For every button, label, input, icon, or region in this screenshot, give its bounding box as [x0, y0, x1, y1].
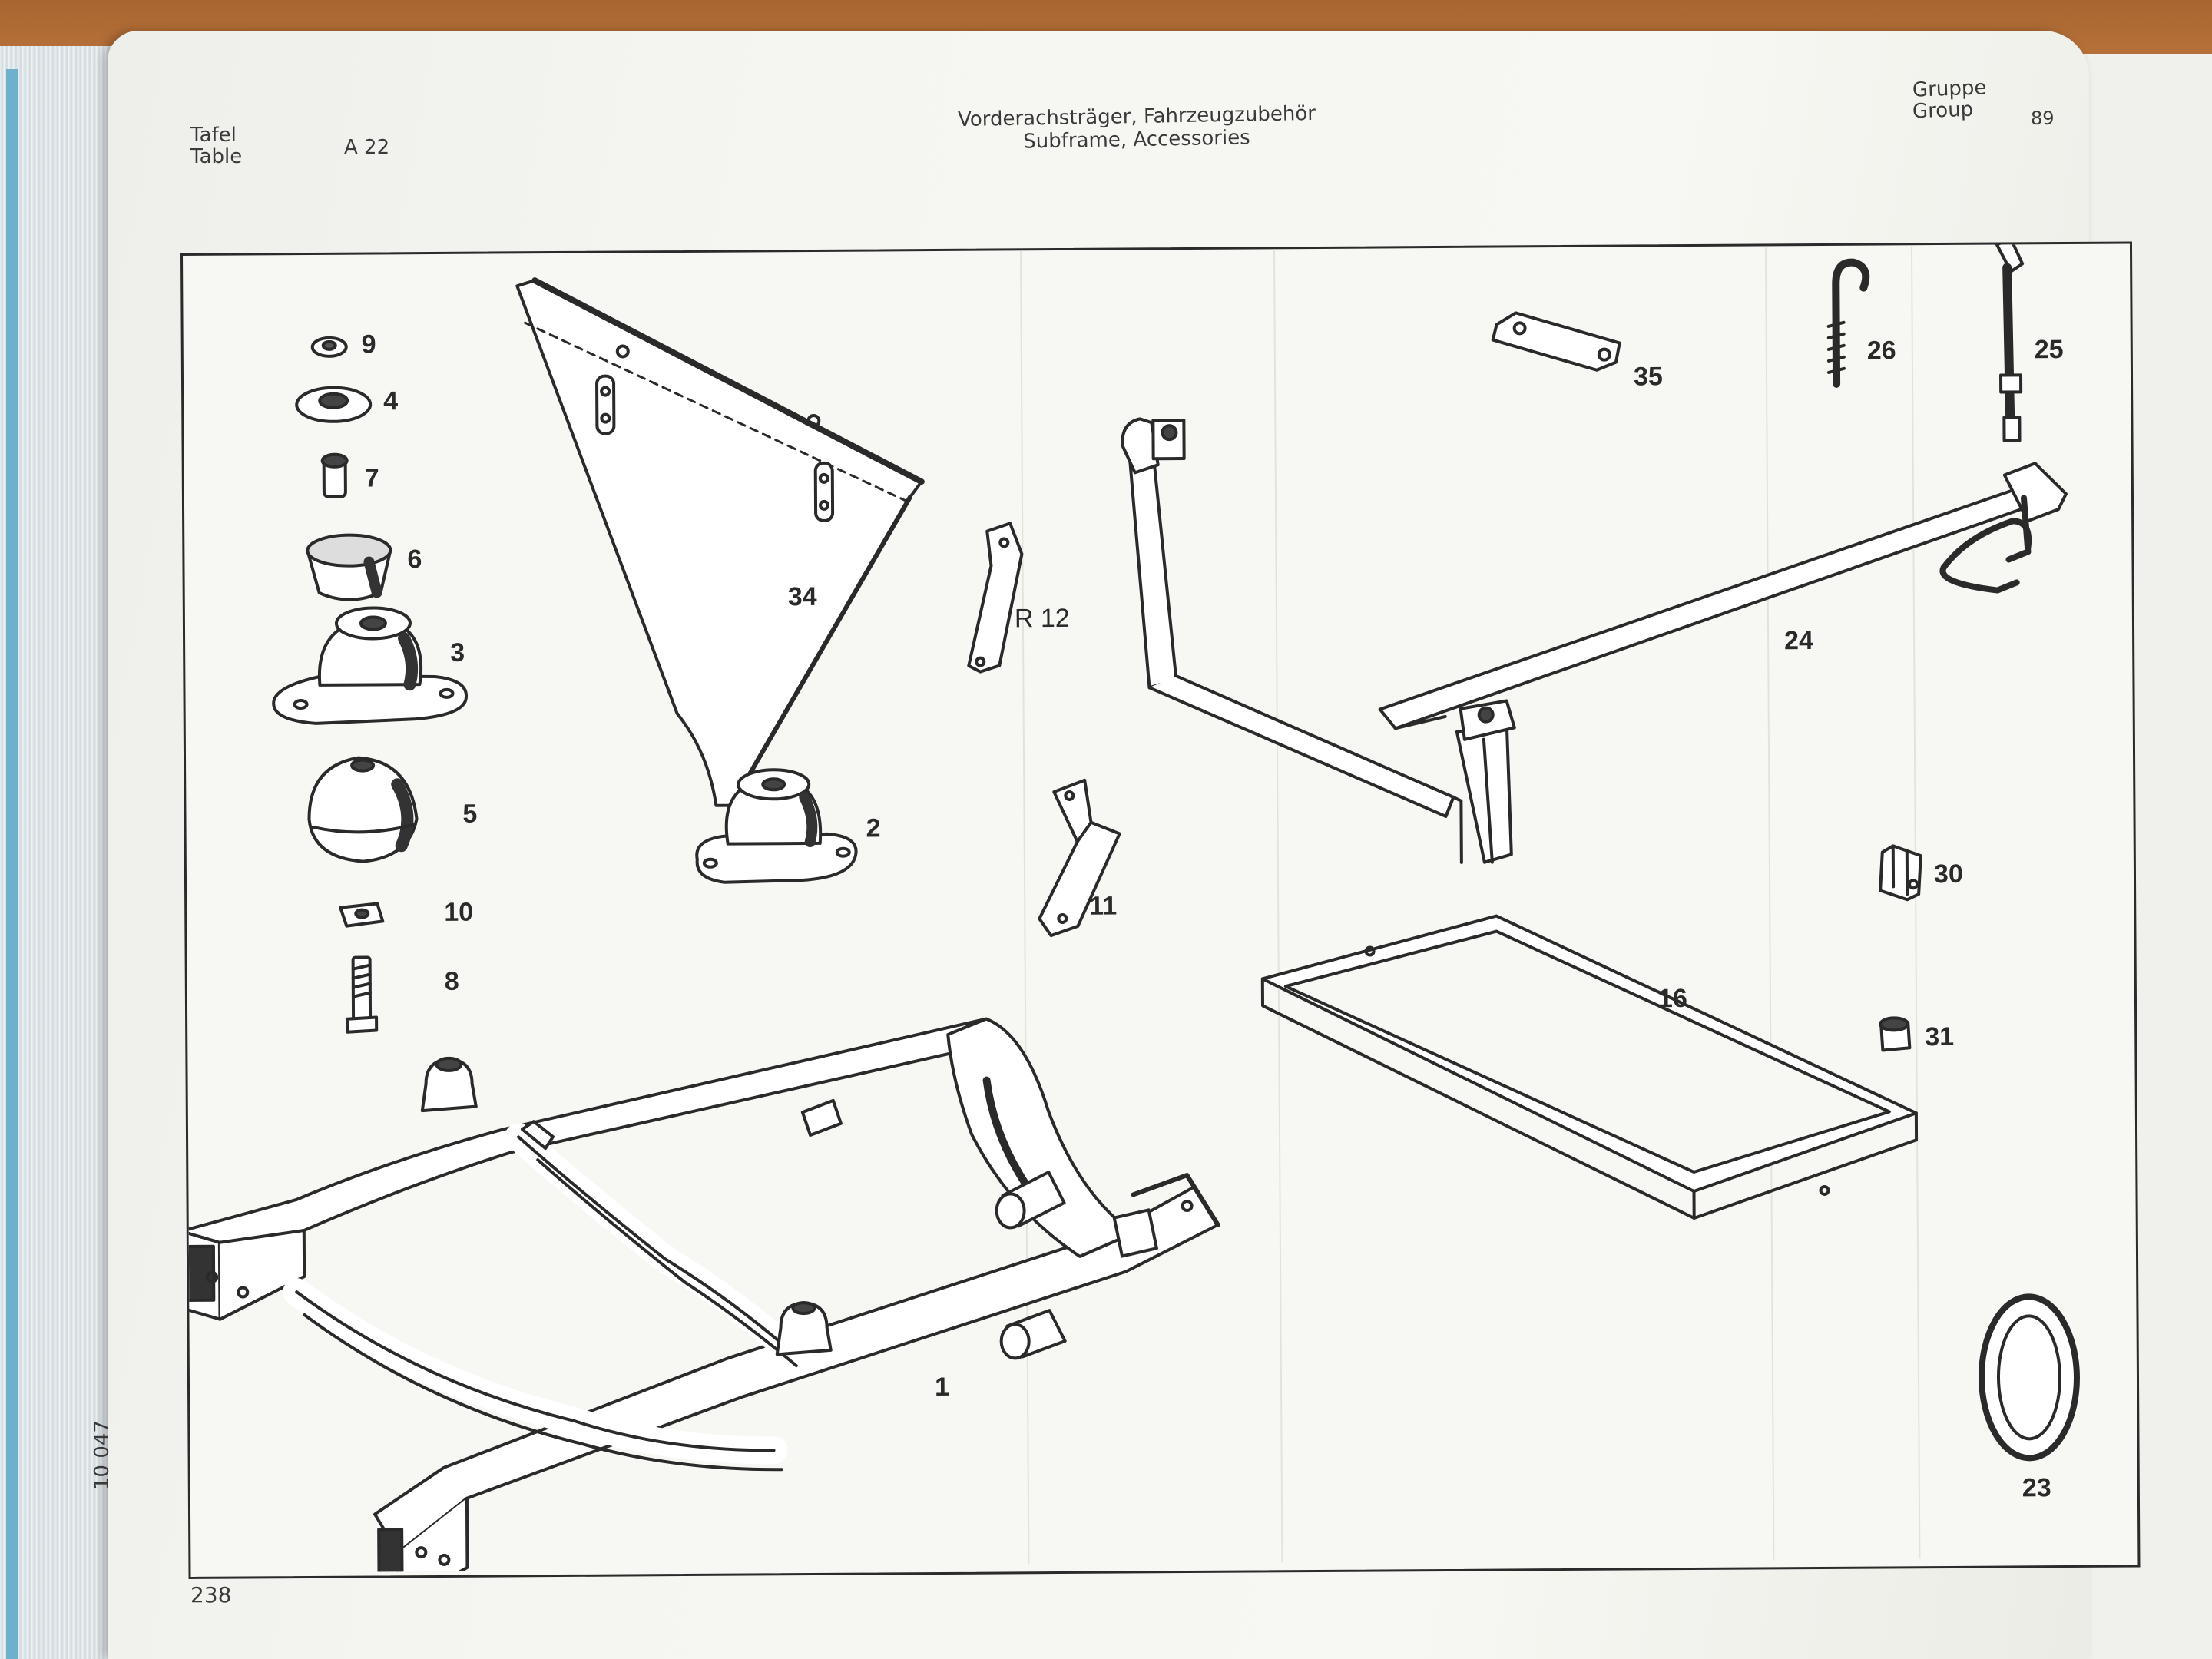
part-24-frame [1121, 417, 2068, 864]
part-10-plate [339, 902, 385, 928]
callout-part-1: 1 [934, 1372, 950, 1402]
callout-part-3: 3 [450, 637, 465, 667]
parts-illustration [183, 243, 2080, 1573]
tafel-label: Tafel [190, 124, 237, 147]
callout-part-2: 2 [866, 813, 881, 843]
callout-part-30: 30 [1933, 859, 1963, 889]
callout-part-10: 10 [444, 897, 474, 927]
part-26-hook-bolt [1826, 258, 1870, 388]
book-cover-edge [6, 69, 18, 1659]
callout-part-6: 6 [407, 545, 422, 575]
callout-part-34: 34 [787, 581, 817, 612]
part-4-washer [295, 386, 373, 423]
part-8-bolt [346, 955, 379, 1034]
part-R12-bracket [967, 522, 1024, 674]
table-number: A 22 [344, 136, 390, 159]
part-1-subframe [183, 1017, 1220, 1573]
part-31-bushing [1879, 1016, 1912, 1052]
page-number: 238 [190, 1582, 232, 1608]
group-number: 89 [2031, 108, 2055, 129]
part-7-sleeve [320, 452, 349, 498]
part-23-grommet [1978, 1293, 2080, 1462]
callout-part-4: 4 [383, 386, 399, 416]
part-6-rubber-block [306, 533, 392, 601]
callout-part-35: 35 [1633, 362, 1663, 392]
part-16-battery-frame [1260, 914, 1919, 1220]
part-2-mount [695, 768, 858, 884]
callout-part-5: 5 [462, 799, 478, 829]
table-label: Table [190, 145, 243, 168]
callout-part-7: 7 [364, 463, 379, 493]
callout-part-24: 24 [1784, 626, 1814, 656]
part-3-engine-mount [272, 606, 468, 725]
part-30-clip [1879, 844, 1922, 902]
side-code: 10 047 [91, 1420, 114, 1490]
gruppe-label: Gruppe [1912, 76, 1987, 102]
callout-part-31: 31 [1925, 1022, 1955, 1052]
callout-part-23: 23 [2022, 1473, 2051, 1503]
part-9-nut [310, 336, 348, 358]
callout-part-11: 11 [1089, 891, 1118, 921]
part-25-rod [1995, 243, 2025, 442]
callout-part-9: 9 [361, 329, 376, 359]
callout-part-16: 16 [1657, 984, 1687, 1014]
callout-part-25: 25 [2034, 335, 2064, 365]
callout-part-26: 26 [1866, 336, 1896, 366]
callout-part-R12: R 12 [1014, 603, 1070, 634]
part-35-strap-plate [1491, 311, 1621, 372]
part-5-rubber-bumper [307, 756, 419, 863]
part-11-bracket [1038, 778, 1121, 938]
group-label: Group [1912, 98, 1974, 124]
parts-diagram-frame: 9 4 7 6 3 5 10 8 34 2 R 12 11 35 26 25 2… [180, 241, 2141, 1579]
part-34-shield [515, 277, 925, 808]
callout-part-8: 8 [444, 966, 459, 996]
